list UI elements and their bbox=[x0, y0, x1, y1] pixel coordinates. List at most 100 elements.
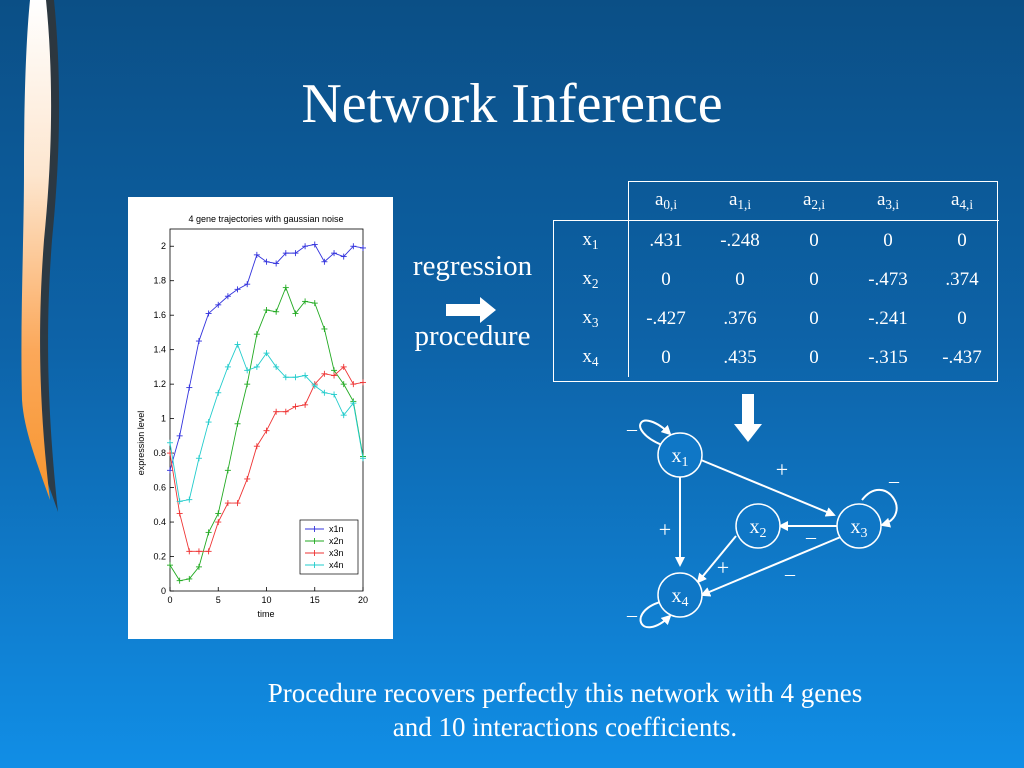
table-row-label: x1 bbox=[553, 220, 629, 260]
data-point-x2n bbox=[244, 381, 251, 388]
table-cell: -.315 bbox=[868, 346, 908, 368]
data-point-x3n bbox=[224, 500, 231, 507]
table-cell: .376 bbox=[723, 307, 757, 329]
data-point-x2n bbox=[273, 308, 280, 315]
sign-x4-self: – bbox=[626, 604, 638, 626]
data-point-x4n bbox=[234, 341, 241, 348]
down-arrow-icon bbox=[734, 394, 762, 442]
table-cell: -.248 bbox=[720, 229, 760, 251]
data-point-x1n bbox=[360, 244, 366, 251]
data-point-x2n bbox=[195, 563, 202, 570]
data-point-x3n bbox=[195, 548, 202, 555]
right-arrow-icon bbox=[446, 297, 496, 323]
data-point-x1n bbox=[263, 258, 270, 265]
data-point-x1n bbox=[331, 250, 338, 257]
data-point-x3n bbox=[360, 379, 366, 386]
procedure-label: procedure bbox=[414, 320, 531, 352]
y-tick-label: 1 bbox=[161, 414, 166, 424]
data-point-x4n bbox=[195, 455, 202, 462]
data-point-x1n bbox=[224, 293, 231, 300]
table-cell: .431 bbox=[649, 229, 683, 251]
y-tick-label: 2 bbox=[161, 241, 166, 251]
data-point-x2n bbox=[176, 577, 183, 584]
data-point-x1n bbox=[253, 251, 260, 258]
svg-text:x4: x4 bbox=[672, 585, 689, 610]
data-point-x2n bbox=[282, 284, 289, 291]
self-loop-x1 bbox=[639, 419, 672, 446]
sign-x1-x3: + bbox=[776, 457, 788, 482]
table-header-row: a0,i a1,i a2,i a3,i a4,i bbox=[553, 181, 999, 221]
data-point-x4n bbox=[186, 496, 193, 503]
data-point-x1n bbox=[282, 250, 289, 257]
data-point-x3n bbox=[205, 548, 212, 555]
table-cell: 0 bbox=[661, 268, 671, 290]
table-cell: 0 bbox=[661, 346, 671, 368]
slide-title: Network Inference bbox=[301, 73, 723, 135]
node-x4: x4 bbox=[657, 572, 703, 618]
node-x1: x1 bbox=[657, 432, 703, 478]
sign-x1-x4: + bbox=[659, 517, 671, 542]
table-row-label: x2 bbox=[553, 260, 629, 299]
data-point-x4n bbox=[176, 498, 183, 505]
data-point-x4n bbox=[167, 439, 173, 446]
data-point-x1n bbox=[273, 260, 280, 267]
data-point-x4n bbox=[205, 419, 212, 426]
y-axis-label: expression level bbox=[136, 411, 146, 476]
table-cell: -.427 bbox=[646, 307, 686, 329]
data-point-x3n bbox=[176, 510, 183, 517]
data-point-x4n bbox=[253, 363, 260, 370]
table-row: x4 0 .435 0 -.315 -.437 bbox=[553, 338, 999, 377]
table-cell: 0 bbox=[957, 229, 967, 251]
self-loop-x3 bbox=[861, 488, 898, 528]
sign-x3-x4: – bbox=[784, 563, 796, 585]
data-point-x1n bbox=[321, 258, 328, 265]
y-tick-label: 0.8 bbox=[153, 448, 166, 458]
data-point-x4n bbox=[282, 374, 289, 381]
x-tick-label: 0 bbox=[167, 595, 172, 605]
table-row: x1 .431 -.248 0 0 0 bbox=[553, 220, 999, 260]
data-point-x2n bbox=[253, 331, 260, 338]
y-tick-label: 0.6 bbox=[153, 483, 166, 493]
y-tick-label: 1.8 bbox=[153, 276, 166, 286]
table-cell: 0 bbox=[735, 268, 745, 290]
table-row-label: x3 bbox=[553, 299, 629, 338]
data-point-x2n bbox=[292, 310, 299, 317]
data-point-x3n bbox=[234, 500, 241, 507]
table-cell: 0 bbox=[809, 307, 819, 329]
data-point-x1n bbox=[215, 301, 222, 308]
data-point-x3n bbox=[340, 363, 347, 370]
data-point-x1n bbox=[195, 338, 202, 345]
table-header-cell: a1,i bbox=[703, 181, 777, 221]
data-point-x3n bbox=[253, 443, 260, 450]
data-point-x2n bbox=[321, 325, 328, 332]
data-point-x4n bbox=[224, 363, 231, 370]
svg-text:x3: x3 bbox=[851, 516, 868, 541]
table-cell: 0 bbox=[809, 268, 819, 290]
data-point-x2n bbox=[186, 575, 193, 582]
data-point-x2n bbox=[215, 510, 222, 517]
coefficient-table: a0,i a1,i a2,i a3,i a4,i x1 .431 -.248 0… bbox=[553, 181, 999, 377]
data-point-x1n bbox=[244, 281, 251, 288]
data-point-x4n bbox=[360, 455, 366, 462]
edge-x3-x4 bbox=[700, 535, 844, 597]
y-tick-label: 0.2 bbox=[153, 552, 166, 562]
x-axis-label: time bbox=[257, 609, 274, 619]
data-point-x3n bbox=[331, 372, 338, 379]
data-point-x3n bbox=[273, 408, 280, 415]
data-point-x2n bbox=[224, 467, 231, 474]
data-point-x2n bbox=[205, 529, 212, 536]
legend-label-x4n: x4n bbox=[329, 560, 344, 570]
data-point-x2n bbox=[234, 420, 241, 427]
data-point-x4n bbox=[350, 400, 357, 407]
table-row: x3 -.427 .376 0 -.241 0 bbox=[553, 299, 999, 338]
caption-line-1: Procedure recovers perfectly this networ… bbox=[267, 678, 863, 708]
table-cell: 0 bbox=[883, 229, 893, 251]
y-tick-label: 0.4 bbox=[153, 517, 166, 527]
decorative-ribbon bbox=[21, 0, 60, 512]
data-point-x4n bbox=[302, 372, 309, 379]
caption-line-2: and 10 interactions coefficients. bbox=[392, 712, 738, 742]
svg-text:x1: x1 bbox=[672, 445, 689, 470]
table-header-cell: a0,i bbox=[628, 181, 703, 221]
series-layer bbox=[167, 241, 366, 584]
y-tick-label: 1.2 bbox=[153, 379, 166, 389]
